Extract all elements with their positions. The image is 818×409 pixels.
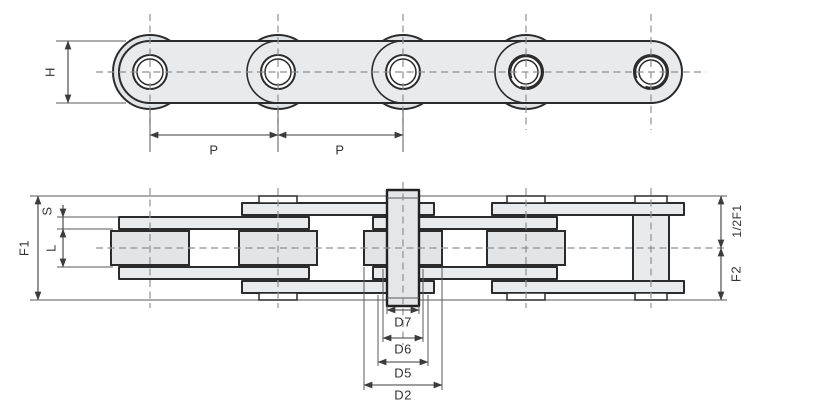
dim-label-pitch-right: P: [335, 142, 345, 158]
diameter-dimensions: [363, 267, 443, 390]
dim-label-pitch-left: P: [209, 142, 219, 158]
dim-label-d6: D6: [394, 341, 412, 357]
dim-label-f2: F2: [728, 265, 744, 283]
dim-label-d5: D5: [394, 365, 412, 381]
dim-label-h: H: [42, 67, 58, 77]
dim-label-f1: F1: [16, 239, 32, 257]
side-view: [56, 14, 706, 152]
plan-view-centerlines: [96, 182, 727, 345]
plan-view: [30, 182, 727, 390]
dim-label-half-f1: 1/2F1: [730, 204, 744, 238]
dim-label-d7: D7: [394, 314, 412, 330]
dim-label-d2: D2: [394, 387, 412, 403]
dim-label-s: S: [39, 206, 55, 216]
dim-label-l: L: [43, 244, 59, 252]
left-dimensions: [34, 195, 67, 301]
pitch-dimensions: [149, 110, 404, 152]
